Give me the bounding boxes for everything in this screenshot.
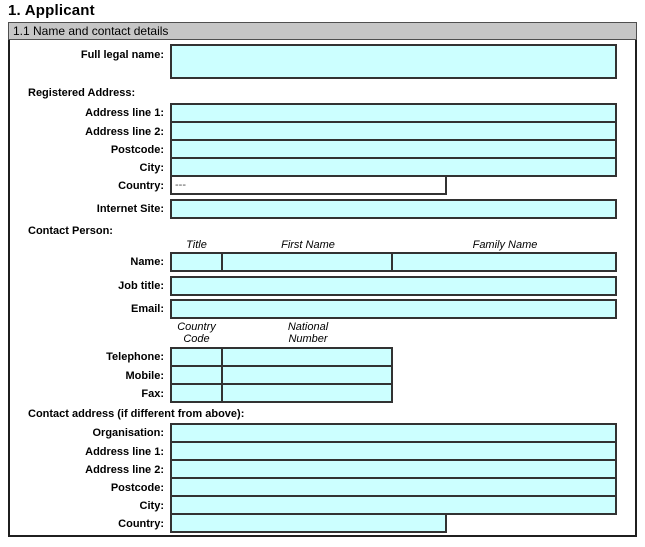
contact-person-heading: Contact Person: [28, 225, 113, 237]
contact-country-label: Country: [118, 518, 164, 530]
telephone-label: Telephone: [106, 351, 164, 363]
contact-postcode-label: Postcode: [110, 482, 164, 494]
telephone-national-number-field[interactable] [221, 347, 393, 367]
contact-address-line2-field[interactable] [170, 459, 617, 479]
contact-organisation-field[interactable] [170, 423, 617, 443]
contact-family-name-field[interactable] [391, 252, 617, 272]
contact-postcode-field[interactable] [170, 477, 617, 497]
registered-postcode-label: Postcode: [110, 144, 164, 156]
contact-title-field[interactable] [170, 252, 223, 272]
full-legal-name-row: Full legal name: [10, 44, 635, 79]
fax-country-code-field[interactable] [170, 383, 223, 403]
family-name-column-header: Family Name [472, 239, 538, 251]
section-header-bar: 1.1 Name and contact details [8, 22, 637, 40]
registered-postcode-field[interactable] [170, 139, 617, 159]
country-code-column-header: Country Code [177, 321, 216, 345]
internet-site-field[interactable] [170, 199, 617, 219]
form-page: 1. Applicant 1.1 Name and contact detail… [8, 2, 637, 537]
registered-address-line1-row: Address line 1: [10, 103, 635, 123]
contact-first-name-field[interactable] [221, 252, 393, 272]
phone-column-headers: Country Code National Number [10, 321, 635, 345]
section-box: Full legal name: Registered Address: Add… [8, 40, 637, 537]
registered-address-heading: Registered Address: [28, 87, 136, 99]
national-number-column-header: National Number [287, 321, 329, 345]
registered-city-field[interactable] [170, 157, 617, 177]
mobile-label: Mobile: [125, 370, 165, 382]
email-field[interactable] [170, 299, 617, 319]
registered-address-line2-label: Address line 2: [85, 126, 164, 138]
contact-city-field[interactable] [170, 495, 617, 515]
fax-national-number-field[interactable] [221, 383, 393, 403]
contact-organisation-row: Organisation: [10, 423, 635, 443]
title-column-header: Title [186, 239, 207, 251]
first-name-column-header: First Name [281, 239, 335, 251]
email-row: Email: [10, 299, 635, 319]
header-spacer [10, 239, 170, 251]
header-spacer [10, 321, 170, 345]
contact-country-row: Country: [10, 513, 635, 533]
email-label: Email: [130, 303, 164, 315]
contact-address-line2-label: Address line 2: [85, 464, 164, 476]
registered-address-line2-field[interactable] [170, 121, 617, 141]
telephone-row: Telephone: [10, 347, 635, 367]
registered-country-select[interactable]: --- [170, 175, 447, 195]
registered-address-line1-field[interactable] [170, 103, 617, 123]
fax-row: Fax: [10, 383, 635, 403]
internet-site-row: Internet Site: [10, 199, 635, 219]
page-title: 1. Applicant [8, 2, 95, 19]
contact-city-label: City: [139, 500, 164, 512]
contact-address-line1-label: Address line 1: [85, 446, 164, 458]
name-column-headers: Title First Name Family Name [10, 239, 635, 251]
job-title-label: Job title: [118, 280, 164, 292]
job-title-row: Job title: [10, 276, 635, 296]
registered-city-label: City: [139, 162, 164, 174]
fax-label: Fax: [141, 388, 164, 400]
contact-name-row: Name: [10, 252, 635, 272]
registered-country-row: Country: --- [10, 175, 635, 195]
contact-country-field[interactable] [170, 513, 447, 533]
internet-site-label: Internet Site: [96, 203, 164, 215]
contact-address-line1-row: Address line 1: [10, 441, 635, 461]
mobile-country-code-field[interactable] [170, 365, 223, 385]
full-legal-name-field[interactable] [170, 44, 617, 79]
registered-address-line1-label: Address line 1: [85, 107, 164, 119]
contact-name-label: Name: [130, 256, 164, 268]
contact-address-heading: Contact address (if different from above… [28, 408, 245, 420]
full-legal-name-label: Full legal name: [80, 49, 164, 61]
telephone-country-code-field[interactable] [170, 347, 223, 367]
contact-organisation-label: Organisation: [92, 427, 164, 439]
registered-country-label: Country: [118, 180, 164, 192]
job-title-field[interactable] [170, 276, 617, 296]
mobile-national-number-field[interactable] [221, 365, 393, 385]
contact-address-line1-field[interactable] [170, 441, 617, 461]
